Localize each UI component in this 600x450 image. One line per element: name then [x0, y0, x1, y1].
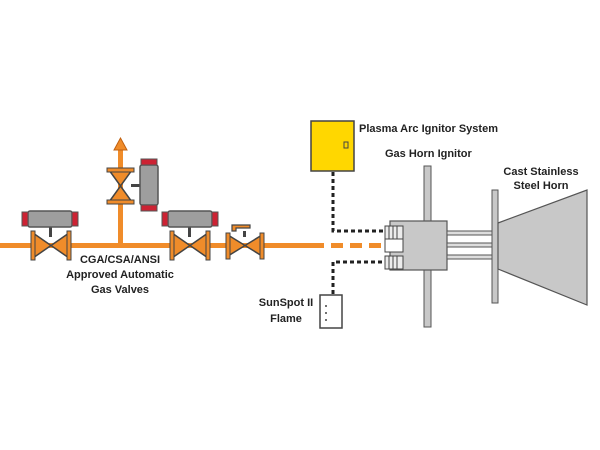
gas-main-line [0, 243, 385, 248]
label-sunspot-1: SunSpot II [259, 297, 313, 309]
butterfly-valve-icon [169, 230, 211, 261]
valve-handle-icon [231, 224, 251, 237]
label-cast-horn-1: Cast Stainless [503, 166, 578, 178]
manual-valve [225, 224, 265, 260]
horn-body [497, 189, 588, 306]
steel-horn [491, 189, 588, 306]
ignitor-cable [331, 172, 386, 233]
flame-sensor-icon [319, 294, 343, 329]
gas-valve-2 [161, 210, 219, 261]
label-gas-horn-ignitor: Gas Horn Ignitor [385, 148, 473, 160]
butterfly-valve-icon [106, 167, 135, 205]
burner-assembly [384, 165, 496, 328]
label-sunspot-2: Flame [270, 313, 302, 325]
butterfly-valve-icon [225, 232, 265, 260]
sensor-cable [331, 260, 386, 294]
label-valves-1: CGA/CSA/ANSI [80, 254, 160, 266]
valve-actuator-icon [139, 158, 159, 212]
vent-arrow-icon [113, 136, 128, 151]
gas-valve-1 [21, 210, 79, 261]
ignitor-rods [446, 230, 496, 260]
valve-actuator-icon [21, 210, 79, 228]
label-valves-3: Gas Valves [91, 284, 149, 296]
label-cast-horn-2: Steel Horn [513, 180, 568, 192]
horn-flange [491, 189, 499, 304]
ignitor-control-box-icon [310, 120, 355, 172]
connector-fittings [384, 225, 404, 270]
vent-valve [106, 158, 159, 212]
label-valves-2: Approved Automatic [66, 269, 174, 281]
valve-actuator-icon [161, 210, 219, 228]
butterfly-valve-icon [30, 230, 72, 261]
label-plasma-system: Plasma Arc Ignitor System [359, 123, 498, 135]
